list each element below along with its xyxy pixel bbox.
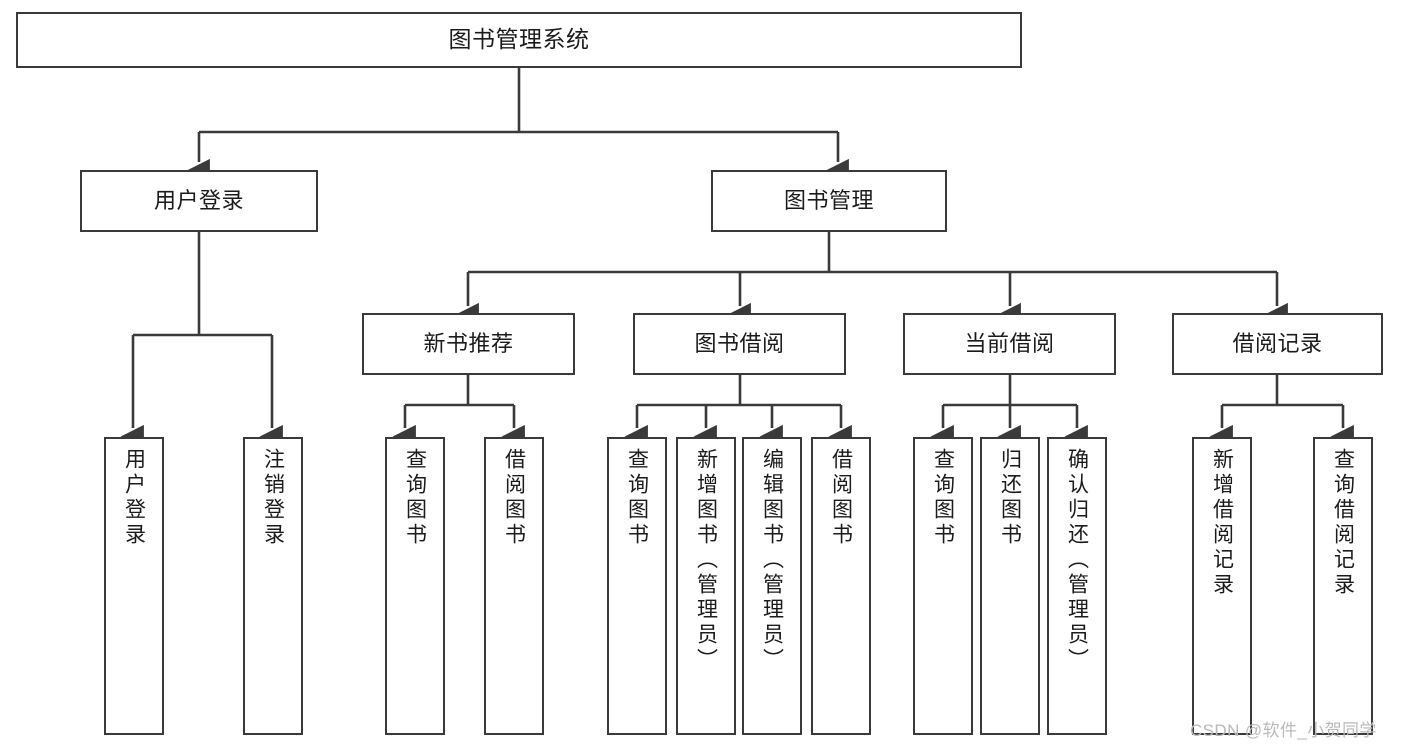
node-new-book-recommend[interactable]: 新书推荐 [362, 313, 575, 375]
leaf-add-borrow-record[interactable]: 新增借阅记录 [1192, 437, 1252, 735]
csdn-watermark: CSDN @软件_小贺同学 [1190, 721, 1377, 740]
leaf-user-login[interactable]: 用户登录 [104, 437, 164, 735]
node-current-borrow[interactable]: 当前借阅 [903, 313, 1116, 375]
node-label: 查询图书 [625, 448, 649, 548]
node-label: 查询借阅记录 [1331, 448, 1355, 598]
leaf-borrow-book-2[interactable]: 借阅图书 [811, 437, 871, 735]
node-label: 图书管理系统 [448, 26, 590, 53]
node-label: 图书借阅 [694, 331, 785, 357]
leaf-return-book[interactable]: 归还图书 [980, 437, 1040, 735]
node-label: 新书推荐 [423, 331, 514, 357]
leaf-query-borrow-record[interactable]: 查询借阅记录 [1313, 437, 1373, 735]
node-user-login[interactable]: 用户登录 [80, 170, 318, 232]
node-book-borrow[interactable]: 图书借阅 [633, 313, 846, 375]
node-label: 编辑图书（管理员） [760, 448, 784, 673]
leaf-query-book-3[interactable]: 查询图书 [913, 437, 973, 735]
node-label: 查询图书 [931, 448, 955, 548]
leaf-confirm-return[interactable]: 确认归还（管理员） [1047, 437, 1107, 735]
leaf-borrow-book-1[interactable]: 借阅图书 [484, 437, 544, 735]
leaf-query-book-1[interactable]: 查询图书 [385, 437, 445, 735]
node-label: 借阅图书 [829, 448, 853, 548]
node-label: 注销登录 [261, 448, 285, 548]
node-label: 借阅图书 [502, 448, 526, 548]
node-label: 新增图书（管理员） [694, 448, 718, 673]
node-label: 确认归还（管理员） [1065, 448, 1089, 673]
node-label: 归还图书 [998, 448, 1022, 548]
leaf-add-book[interactable]: 新增图书（管理员） [676, 437, 736, 735]
leaf-edit-book[interactable]: 编辑图书（管理员） [742, 437, 802, 735]
node-label: 当前借阅 [964, 331, 1055, 357]
leaf-query-book-2[interactable]: 查询图书 [607, 437, 667, 735]
node-borrow-record[interactable]: 借阅记录 [1172, 313, 1383, 375]
node-label: 用户登录 [122, 448, 146, 548]
node-label: 图书管理 [783, 188, 874, 214]
node-label: 借阅记录 [1232, 331, 1323, 357]
node-label: 新增借阅记录 [1210, 448, 1234, 598]
node-root-book-management-system[interactable]: 图书管理系统 [16, 12, 1022, 68]
node-label: 用户登录 [153, 188, 244, 214]
leaf-logout-login[interactable]: 注销登录 [243, 437, 303, 735]
node-label: 查询图书 [403, 448, 427, 548]
node-book-management[interactable]: 图书管理 [711, 170, 947, 232]
